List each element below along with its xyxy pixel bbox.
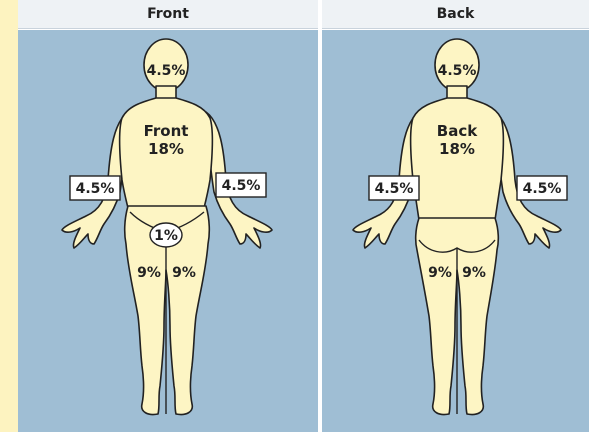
back-torso-pct: 18% bbox=[439, 140, 475, 158]
front-body-figure: 1% 4.5% Front 18% 4.5% 4.5% 9% 9% bbox=[18, 30, 318, 432]
front-panel: 1% 4.5% Front 18% 4.5% 4.5% 9% 9% bbox=[18, 30, 318, 432]
front-left-arm-pct: 4.5% bbox=[76, 181, 115, 197]
diagram-container: Front Back 1% 4.5% Front bbox=[18, 0, 589, 432]
front-genital-pct: 1% bbox=[154, 228, 178, 244]
back-torso bbox=[411, 98, 504, 220]
front-head-pct: 4.5% bbox=[147, 63, 186, 79]
front-right-arm-pct: 4.5% bbox=[222, 178, 261, 194]
front-left-leg-pct: 9% bbox=[137, 265, 161, 281]
back-right-leg-pct: 9% bbox=[462, 265, 486, 281]
back-left-arm-pct: 4.5% bbox=[375, 181, 414, 197]
header-front: Front bbox=[18, 0, 318, 29]
back-body-figure: 4.5% Back 18% 4.5% 4.5% 9% 9% bbox=[322, 30, 589, 432]
front-torso-pct: 18% bbox=[148, 140, 184, 158]
back-torso-label: Back bbox=[437, 122, 478, 140]
back-panel: 4.5% Back 18% 4.5% 4.5% 9% 9% bbox=[322, 30, 589, 432]
back-head-pct: 4.5% bbox=[438, 63, 477, 79]
back-left-leg-pct: 9% bbox=[428, 265, 452, 281]
header-back: Back bbox=[322, 0, 589, 29]
front-torso-label: Front bbox=[144, 122, 189, 140]
front-right-leg-pct: 9% bbox=[172, 265, 196, 281]
back-right-arm-pct: 4.5% bbox=[523, 181, 562, 197]
